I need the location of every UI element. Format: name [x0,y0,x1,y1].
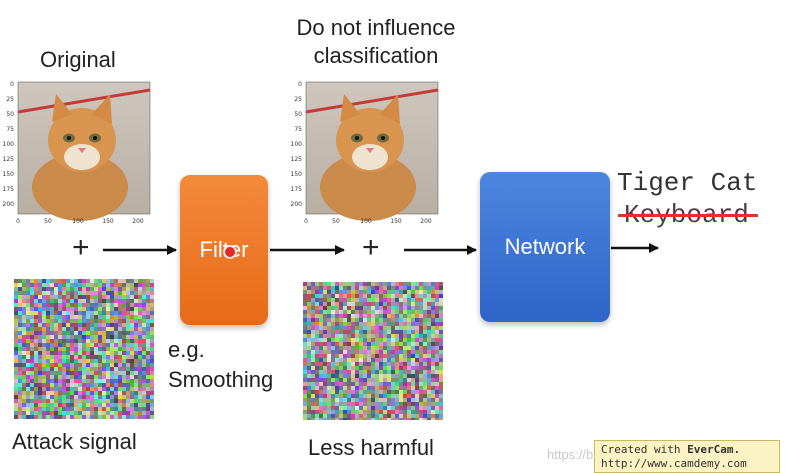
svg-text:75: 75 [6,126,14,133]
do-not-influence-label: Do not influence classification [276,14,476,69]
svg-text:25: 25 [6,96,14,103]
original-cat-image: 0 25 50 75 100 125 150 175 200 0 50 100 … [3,81,151,225]
svg-text:175: 175 [3,186,15,193]
svg-text:0: 0 [10,81,14,88]
smoothing-label: Smoothing [168,367,274,392]
do-not-influence-line2: classification [313,42,439,68]
svg-text:50: 50 [332,218,340,225]
svg-text:0: 0 [304,218,308,225]
svg-text:100: 100 [291,141,303,148]
svg-text:150: 150 [102,218,114,225]
svg-text:25: 25 [294,96,302,103]
attack-signal-label: Attack signal [12,429,137,454]
svg-text:50: 50 [294,111,302,118]
evercam-brand: EverCam. [687,443,741,456]
plus-sign-left: + [72,231,90,264]
do-not-influence-line1: Do not influence [296,15,456,40]
network-label: Network [504,234,586,259]
filter-label: Filter [199,237,249,262]
attack-signal-noise-image [14,279,154,419]
svg-text:200: 200 [291,201,303,208]
svg-text:150: 150 [390,218,402,225]
svg-text:200: 200 [420,218,432,225]
svg-text:150: 150 [3,171,15,178]
less-harmful-noise-image [303,282,443,420]
svg-text:50: 50 [6,111,14,118]
keyboard-strikethrough [618,214,758,217]
svg-text:125: 125 [3,156,15,163]
svg-text:125: 125 [291,156,303,163]
svg-text:100: 100 [360,218,372,225]
original-label: Original [40,47,116,72]
filtered-cat-image: 0 25 50 75 100 125 150 175 200 0 50 100 … [291,81,439,225]
evercam-created-with: Created with [601,443,681,456]
svg-text:200: 200 [132,218,144,225]
output-tiger-cat: Tiger Cat [617,168,758,198]
plus-sign-right: + [362,231,380,264]
network-box: Network [480,172,610,322]
svg-text:200: 200 [3,201,15,208]
svg-text:100: 100 [3,141,15,148]
svg-text:0: 0 [16,218,20,225]
svg-text:150: 150 [291,171,303,178]
evercam-site: http://www.camdemy.com [601,457,747,470]
svg-text:0: 0 [298,81,302,88]
svg-text:175: 175 [291,186,303,193]
svg-text:75: 75 [294,126,302,133]
svg-text:100: 100 [72,218,84,225]
less-harmful-label: Less harmful [308,435,434,460]
filter-box: Filter [180,175,268,325]
original-axis-ticks: 0 25 50 75 100 125 150 175 200 0 50 100 … [3,81,144,225]
evercam-watermark: Created with EverCam. http://www.camdemy… [594,440,780,473]
filtered-axis-ticks: 0 25 50 75 100 125 150 175 200 0 50 100 … [291,81,432,225]
pointer-dot-icon [225,247,235,257]
eg-label: e.g. [168,337,205,362]
svg-text:50: 50 [44,218,52,225]
